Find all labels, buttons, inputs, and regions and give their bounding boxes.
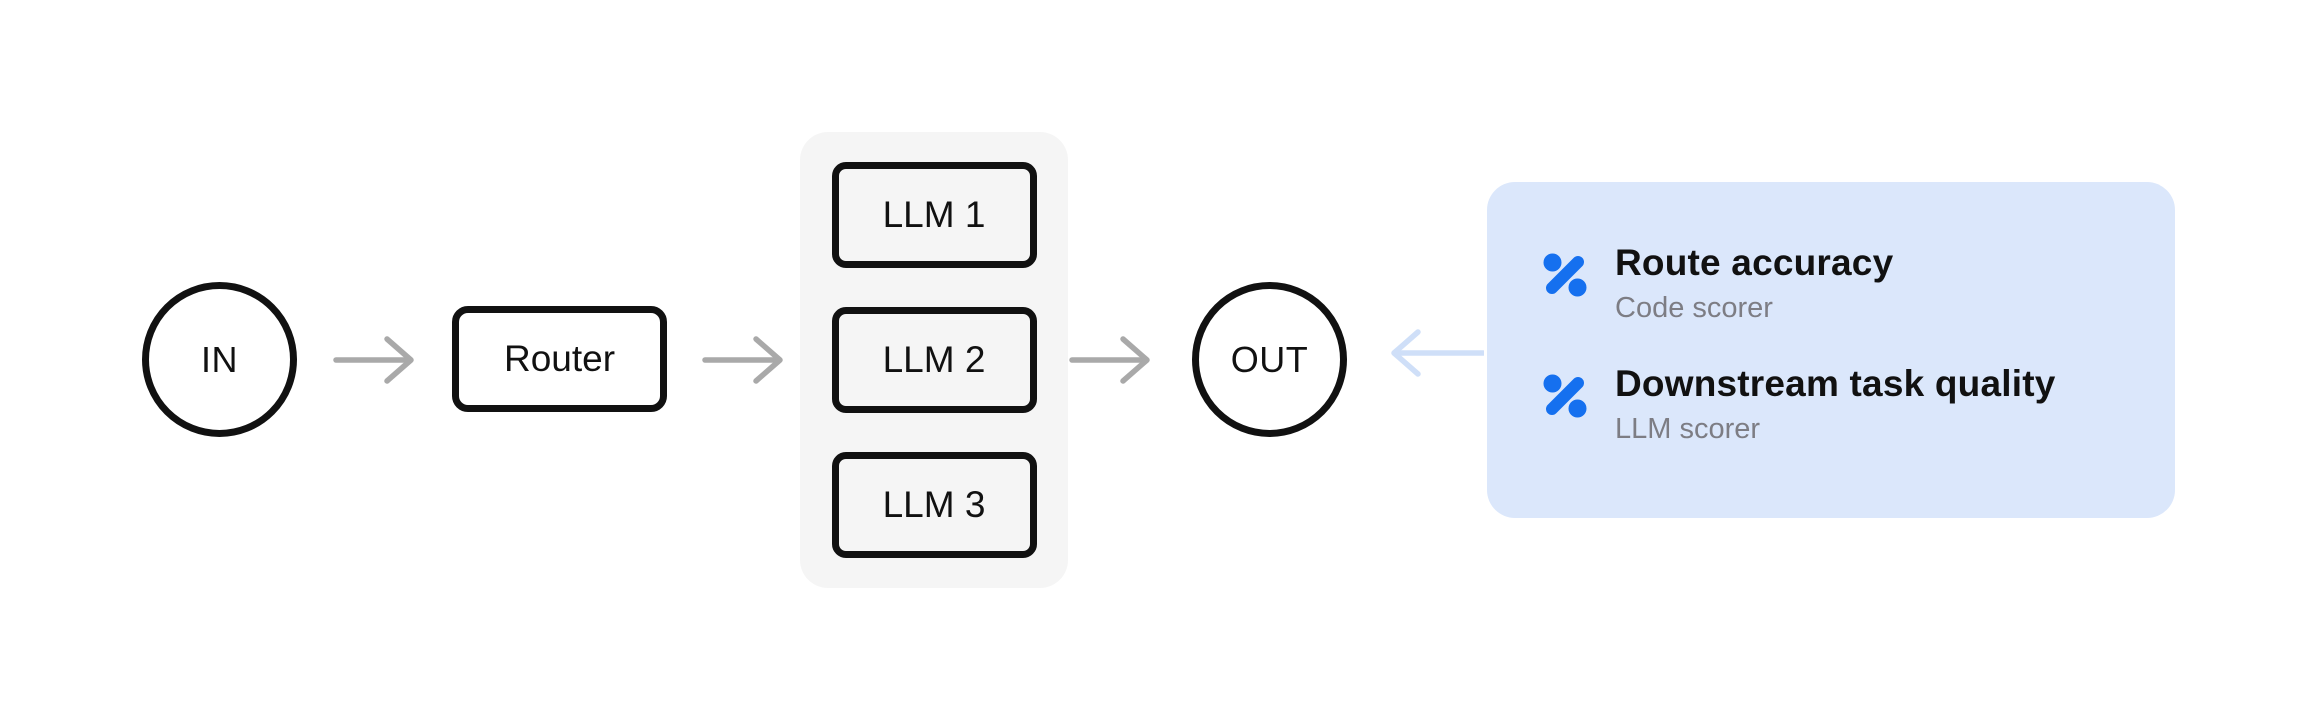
metric-title: Downstream task quality — [1615, 363, 2056, 404]
metric-text: Route accuracy Code scorer — [1615, 240, 1893, 327]
arrow-router-to-llms-icon — [702, 336, 783, 384]
input-node-label: IN — [201, 338, 238, 380]
metric-subtitle: LLM scorer — [1615, 413, 1761, 445]
input-node: IN — [142, 282, 297, 437]
output-node-label: OUT — [1230, 338, 1309, 380]
percent-icon — [1543, 374, 1587, 418]
metric-route-accuracy: Route accuracy Code scorer — [1542, 240, 2135, 327]
arrow-panel-to-output-icon — [1391, 329, 1484, 377]
llm-1-node: LLM 1 — [831, 162, 1037, 268]
llm-group: LLM 1 LLM 2 LLM 3 — [800, 132, 1068, 588]
output-node: OUT — [1192, 282, 1347, 437]
arrow-in-to-router-icon — [333, 336, 414, 384]
llm-3-label: LLM 3 — [882, 484, 986, 525]
arrow-llms-to-output-icon — [1069, 336, 1150, 384]
metric-subtitle: Code scorer — [1615, 292, 1773, 324]
scorers-panel: Route accuracy Code scorer Downstream ta… — [1487, 182, 2175, 518]
llm-2-label: LLM 2 — [882, 339, 986, 380]
llm-3-node: LLM 3 — [831, 452, 1037, 558]
router-node-label: Router — [503, 338, 616, 379]
metric-text: Downstream task quality LLM scorer — [1615, 361, 2056, 448]
llm-2-node: LLM 2 — [831, 307, 1037, 413]
percent-icon — [1543, 253, 1587, 297]
router-node: Router — [452, 306, 667, 412]
metric-downstream-task-quality: Downstream task quality LLM scorer — [1542, 361, 2135, 448]
llm-1-label: LLM 1 — [882, 194, 986, 235]
metric-title: Route accuracy — [1615, 242, 1894, 283]
